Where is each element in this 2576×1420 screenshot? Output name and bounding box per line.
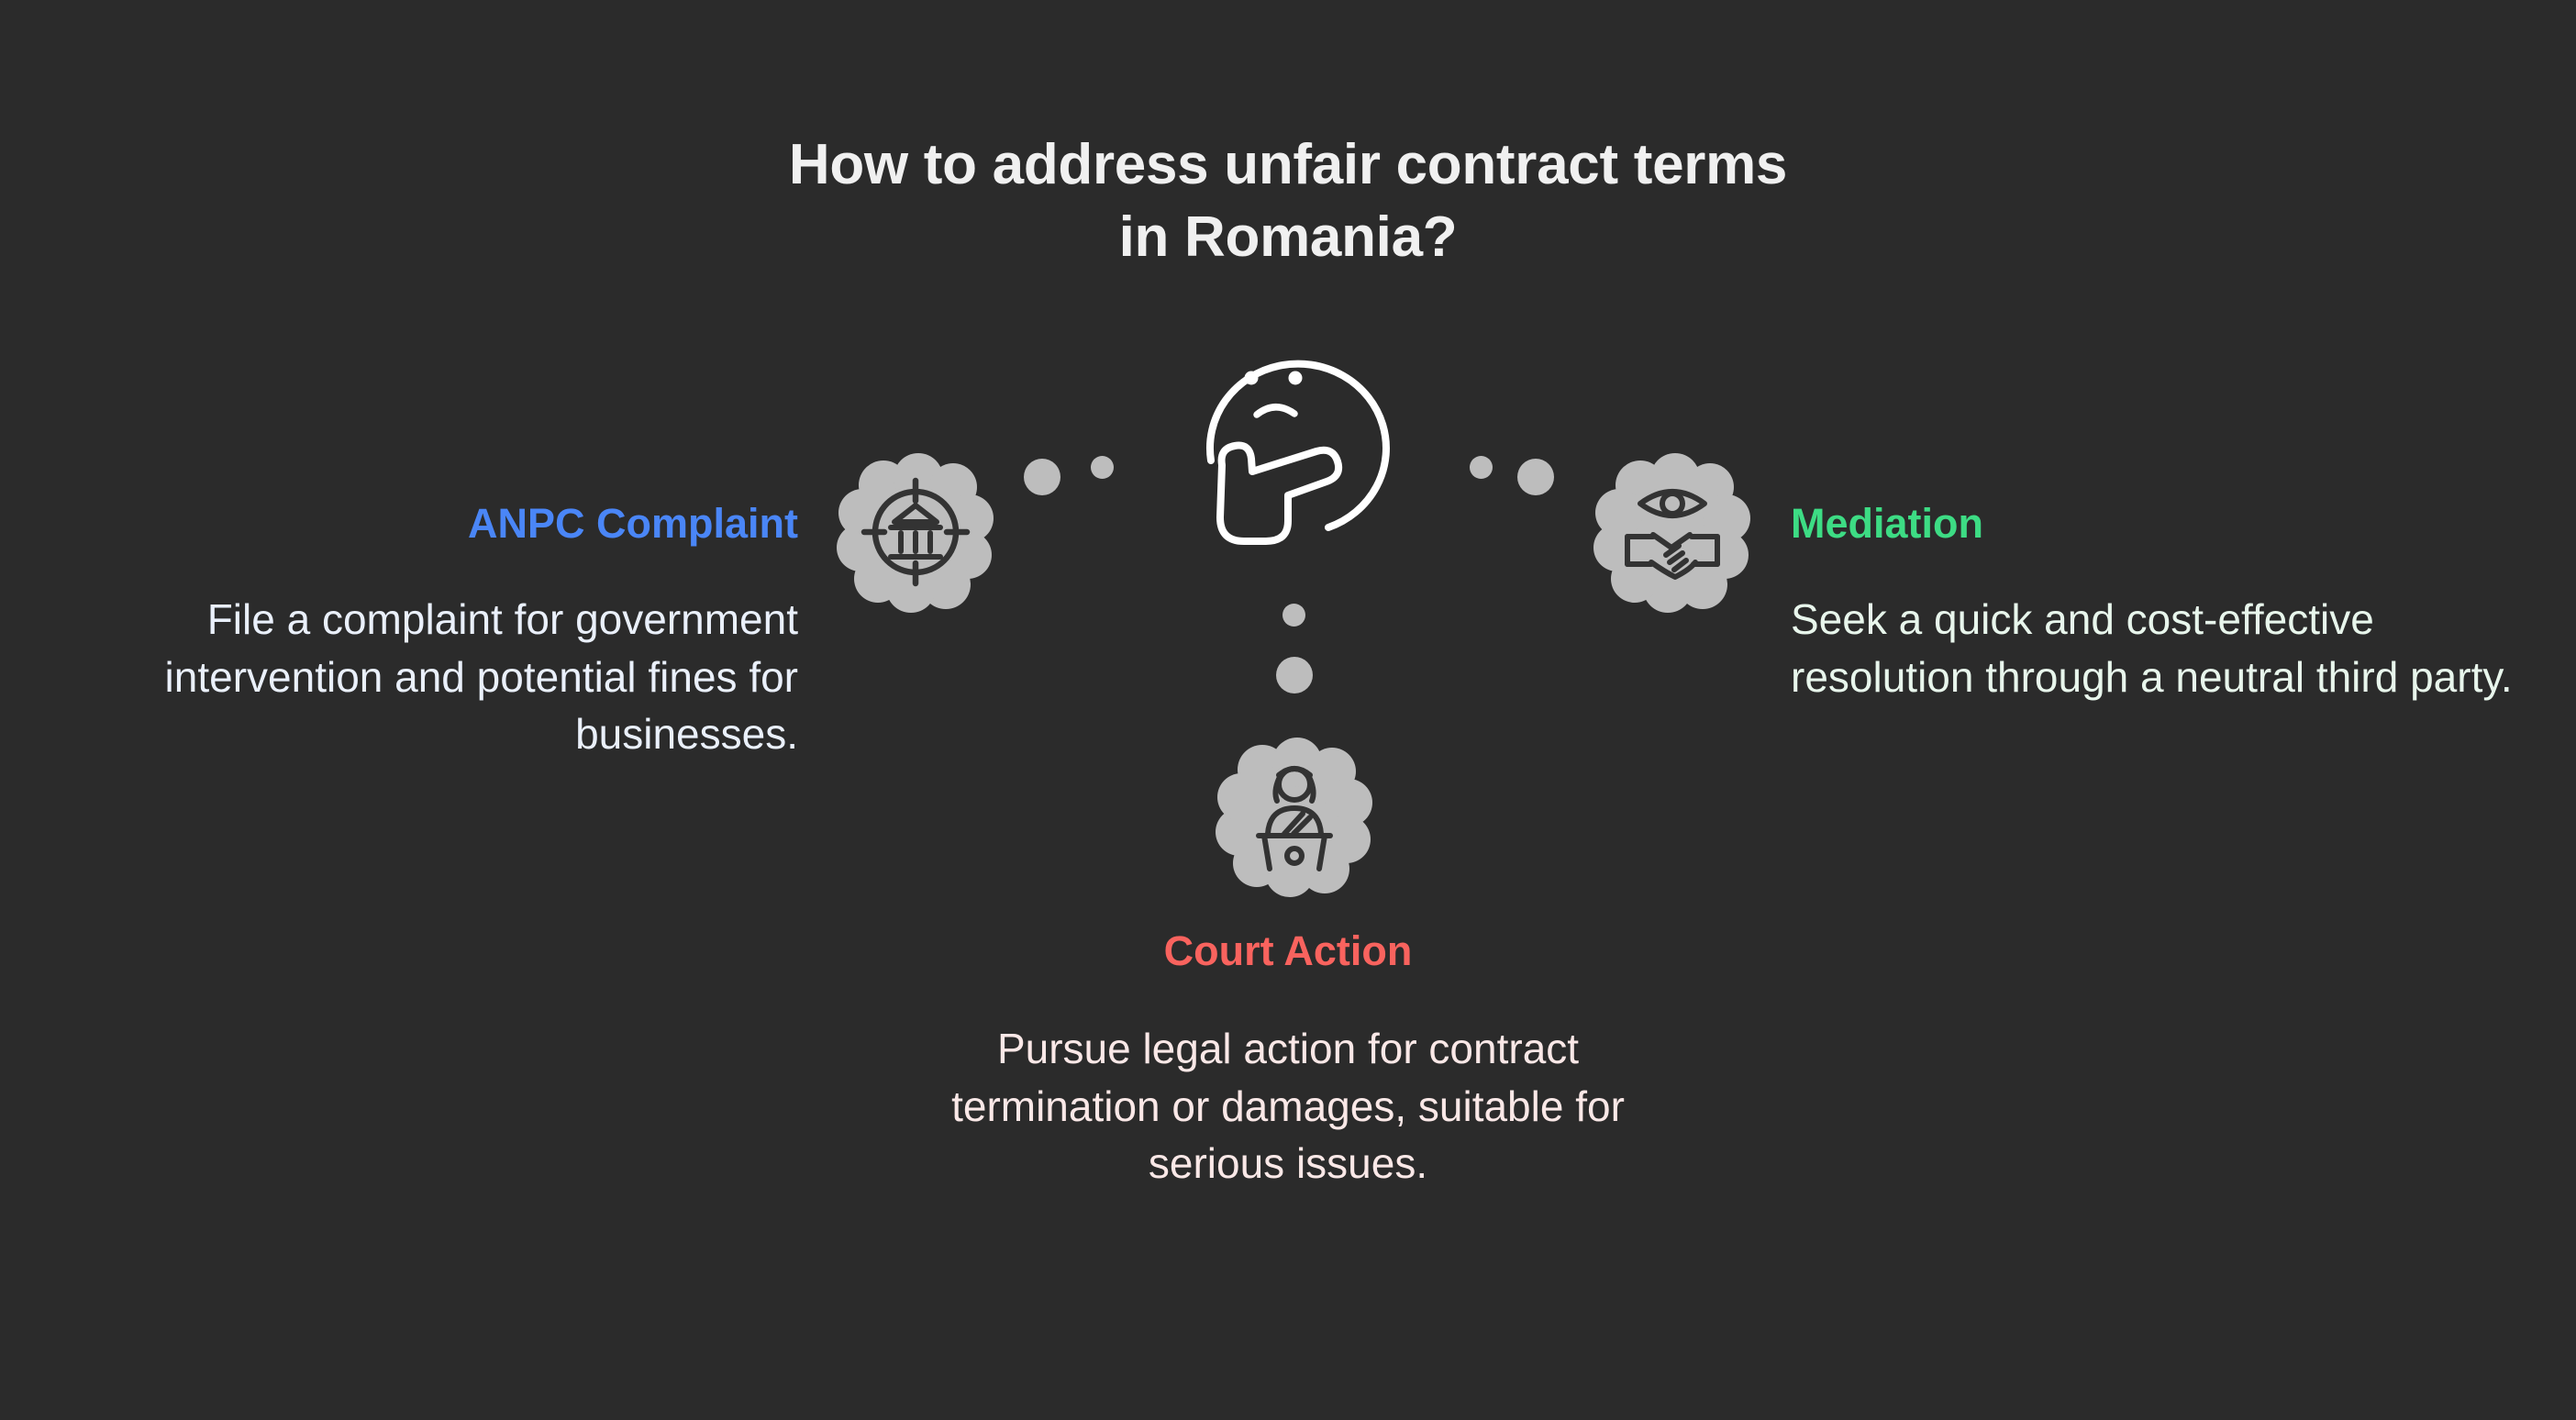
connector-dot	[1282, 604, 1305, 627]
branch-heading-mediation: Mediation	[1791, 500, 1983, 547]
page-title: How to address unfair contract terms in …	[788, 133, 1788, 270]
branch-body-anpc: File a complaint for government interven…	[164, 595, 798, 759]
connector-dot	[1276, 657, 1313, 693]
branch-heading-anpc: ANPC Complaint	[468, 500, 798, 547]
branch-body-mediation: Seek a quick and cost-effective resoluti…	[1791, 595, 2513, 701]
connector-dot	[1517, 459, 1554, 495]
branch-body-court: Pursue legal action for contract termina…	[951, 1025, 1625, 1188]
connector-dot	[1091, 456, 1114, 479]
branch-heading-court: Court Action	[1163, 927, 1413, 974]
judge-bench-icon	[1209, 731, 1380, 902]
eye-handshake-icon	[1587, 447, 1758, 617]
government-building-target-icon	[830, 447, 1001, 617]
connector-dot	[1024, 459, 1060, 495]
connector-dot	[1470, 456, 1493, 479]
thinking-face-icon	[1167, 305, 1424, 545]
